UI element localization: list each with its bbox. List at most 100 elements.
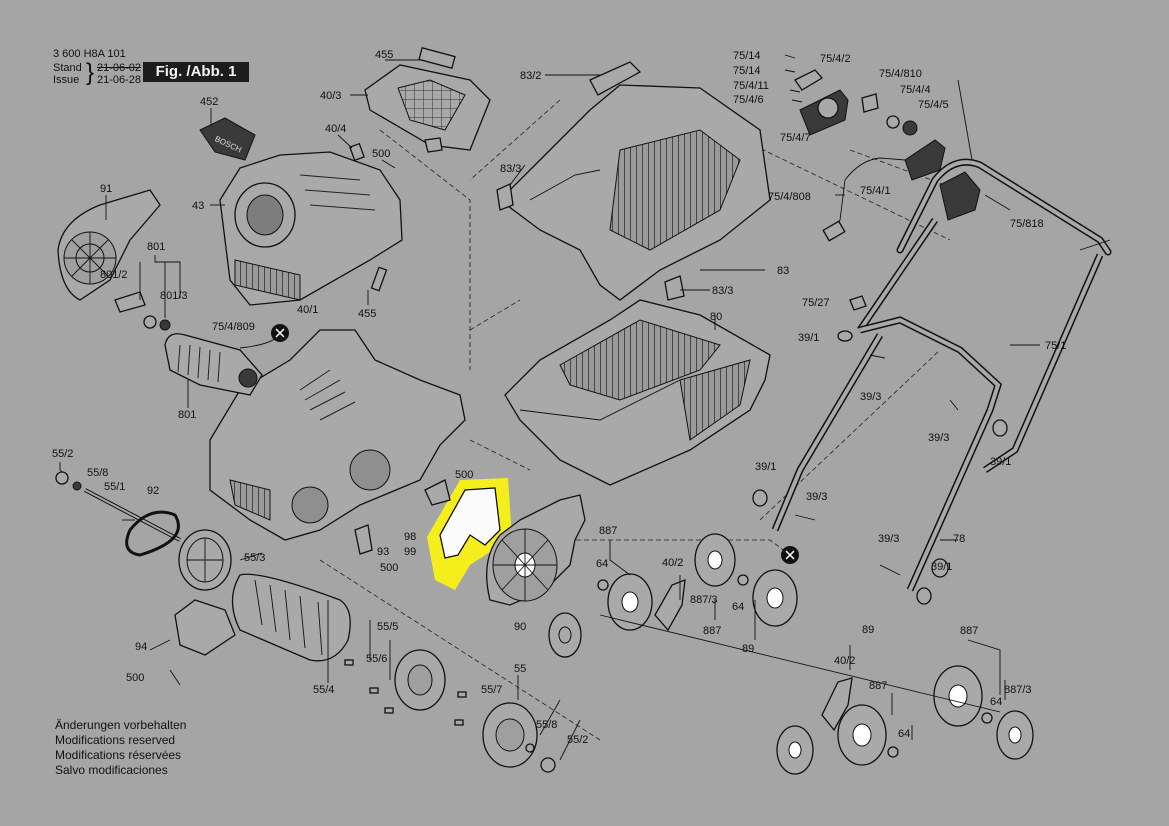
callout-label: 55/2 (52, 448, 73, 460)
callout-label: 39/3 (878, 533, 899, 545)
note-es: Salvo modificaciones (55, 763, 168, 777)
callout-label: 500 (455, 469, 473, 481)
part-side-wheel-55-6 (394, 649, 446, 711)
callout-label: 55/5 (377, 621, 398, 633)
callout-label: 455 (358, 308, 376, 320)
part-grassbox-lid-83 (496, 61, 771, 301)
part-adjuster-40-2-a (654, 579, 686, 632)
callout-label: 93 (377, 546, 389, 558)
issue-date: 21-06-28 (97, 74, 142, 86)
callout-label: 55/3 (244, 552, 265, 564)
callout-label: 83/3 (712, 285, 733, 297)
callout-label: 75/4/4 (900, 84, 931, 96)
modification-notes: Änderungen vorbehalten Modifications res… (55, 718, 186, 778)
callout-label: 801 (147, 241, 165, 253)
callout-label: 39/1 (755, 461, 776, 473)
callout-label: 75/27 (802, 297, 830, 309)
callout-label: 83 (777, 265, 789, 277)
doc-number: 3 600 H8A 101 (53, 48, 126, 60)
callout-label: 64 (596, 558, 608, 570)
callout-label: 64 (898, 728, 910, 740)
part-clip-93 (354, 524, 373, 555)
callout-label: 55 (514, 663, 526, 675)
part-housing-40-1 (209, 329, 466, 541)
part-badge-452: BOSCH (199, 117, 256, 161)
part-axle-89 (599, 614, 1001, 713)
issue-label: Issue (53, 74, 80, 86)
callout-label: 75/4/7 (780, 132, 811, 144)
callout-label: 75/4/809 (212, 321, 255, 333)
callout-label: 887 (960, 625, 978, 637)
callout-label: 887/3 (690, 594, 718, 606)
callout-label: 55/8 (87, 467, 108, 479)
small-fasteners (169, 659, 467, 726)
callout-label: 55/2 (567, 734, 588, 746)
part-wheel-887-d (933, 665, 983, 727)
note-en: Modifications reserved (55, 733, 176, 747)
callout-label: 40/2 (834, 655, 855, 667)
callout-label: 39/3 (928, 432, 949, 444)
callout-label: 452 (200, 96, 218, 108)
callout-label: 75/4/808 (768, 191, 811, 203)
callout-label: 801/2 (100, 269, 128, 281)
callout-label: 98 (404, 531, 416, 543)
part-wheel-887-c (752, 569, 798, 627)
callout-label: 887 (599, 525, 617, 537)
callout-label: 55/4 (313, 684, 334, 696)
callout-label: 40/1 (297, 304, 318, 316)
callout-label: 39/1 (798, 332, 819, 344)
callout-label: 40/3 (320, 90, 341, 102)
callout-label: 92 (147, 485, 159, 497)
callout-label: 39/1 (990, 456, 1011, 468)
callout-label: 55/6 (366, 653, 387, 665)
callout-label: 39/3 (860, 391, 881, 403)
callout-label: 801/3 (160, 290, 188, 302)
brace: } (86, 59, 95, 86)
callout-label: 887 (869, 680, 887, 692)
assembly-guide-lines (319, 99, 951, 741)
stand-date: 21-06-02 (97, 62, 142, 74)
note-de: Änderungen vorbehalten (55, 718, 187, 732)
part-grassbox-80 (504, 299, 771, 486)
callout-label: 55/7 (481, 684, 502, 696)
leader-lines (59, 59, 1040, 761)
callout-labels: 455 40/3 452 40/4 500 43 91 801 801/2 80… (52, 49, 1066, 746)
callout-label: 40/2 (662, 557, 683, 569)
part-wheel-887-a (607, 573, 653, 631)
callout-label: 90 (514, 621, 526, 633)
callout-label: 89 (742, 643, 754, 655)
part-side-wheel-55-7 (482, 702, 538, 768)
part-handle-frame (752, 158, 1112, 605)
callout-label: 39/3 (806, 491, 827, 503)
figure-label: Fig. /Abb. 1 (143, 62, 249, 82)
part-axle-55-1 (55, 471, 181, 542)
callout-label: 64 (732, 601, 744, 613)
callout-label: 75/14 (733, 65, 761, 77)
callout-label: 500 (372, 148, 390, 160)
part-wheel-55-3 (178, 529, 232, 591)
callout-label: 75/818 (1010, 218, 1044, 230)
part-deflector-99 (439, 487, 501, 559)
part-motor-801 (114, 291, 281, 396)
callout-label: 83/3 (500, 163, 521, 175)
callout-label: 75/4/810 (879, 68, 922, 80)
callout-label: 89 (862, 624, 874, 636)
callout-label: 91 (100, 183, 112, 195)
callout-label: 39/1 (931, 561, 952, 573)
callout-label: 500 (126, 672, 144, 684)
callout-label: 55/8 (536, 719, 557, 731)
callout-label: 75/4/1 (860, 185, 891, 197)
part-wheel-887-3-b (996, 710, 1034, 760)
callout-label: 75/4/6 (733, 94, 764, 106)
callout-label: 887 (703, 625, 721, 637)
part-fan-90 (486, 494, 586, 606)
part-belt-92 (125, 510, 180, 557)
part-cover-94 (174, 599, 236, 656)
callout-label: 75/4/11 (733, 80, 769, 92)
callout-label: 40/4 (325, 123, 346, 135)
callout-label: 99 (404, 546, 416, 558)
part-rotor-55 (231, 573, 351, 662)
callout-label: 78 (953, 533, 965, 545)
part-wheel-887-e (837, 704, 887, 766)
